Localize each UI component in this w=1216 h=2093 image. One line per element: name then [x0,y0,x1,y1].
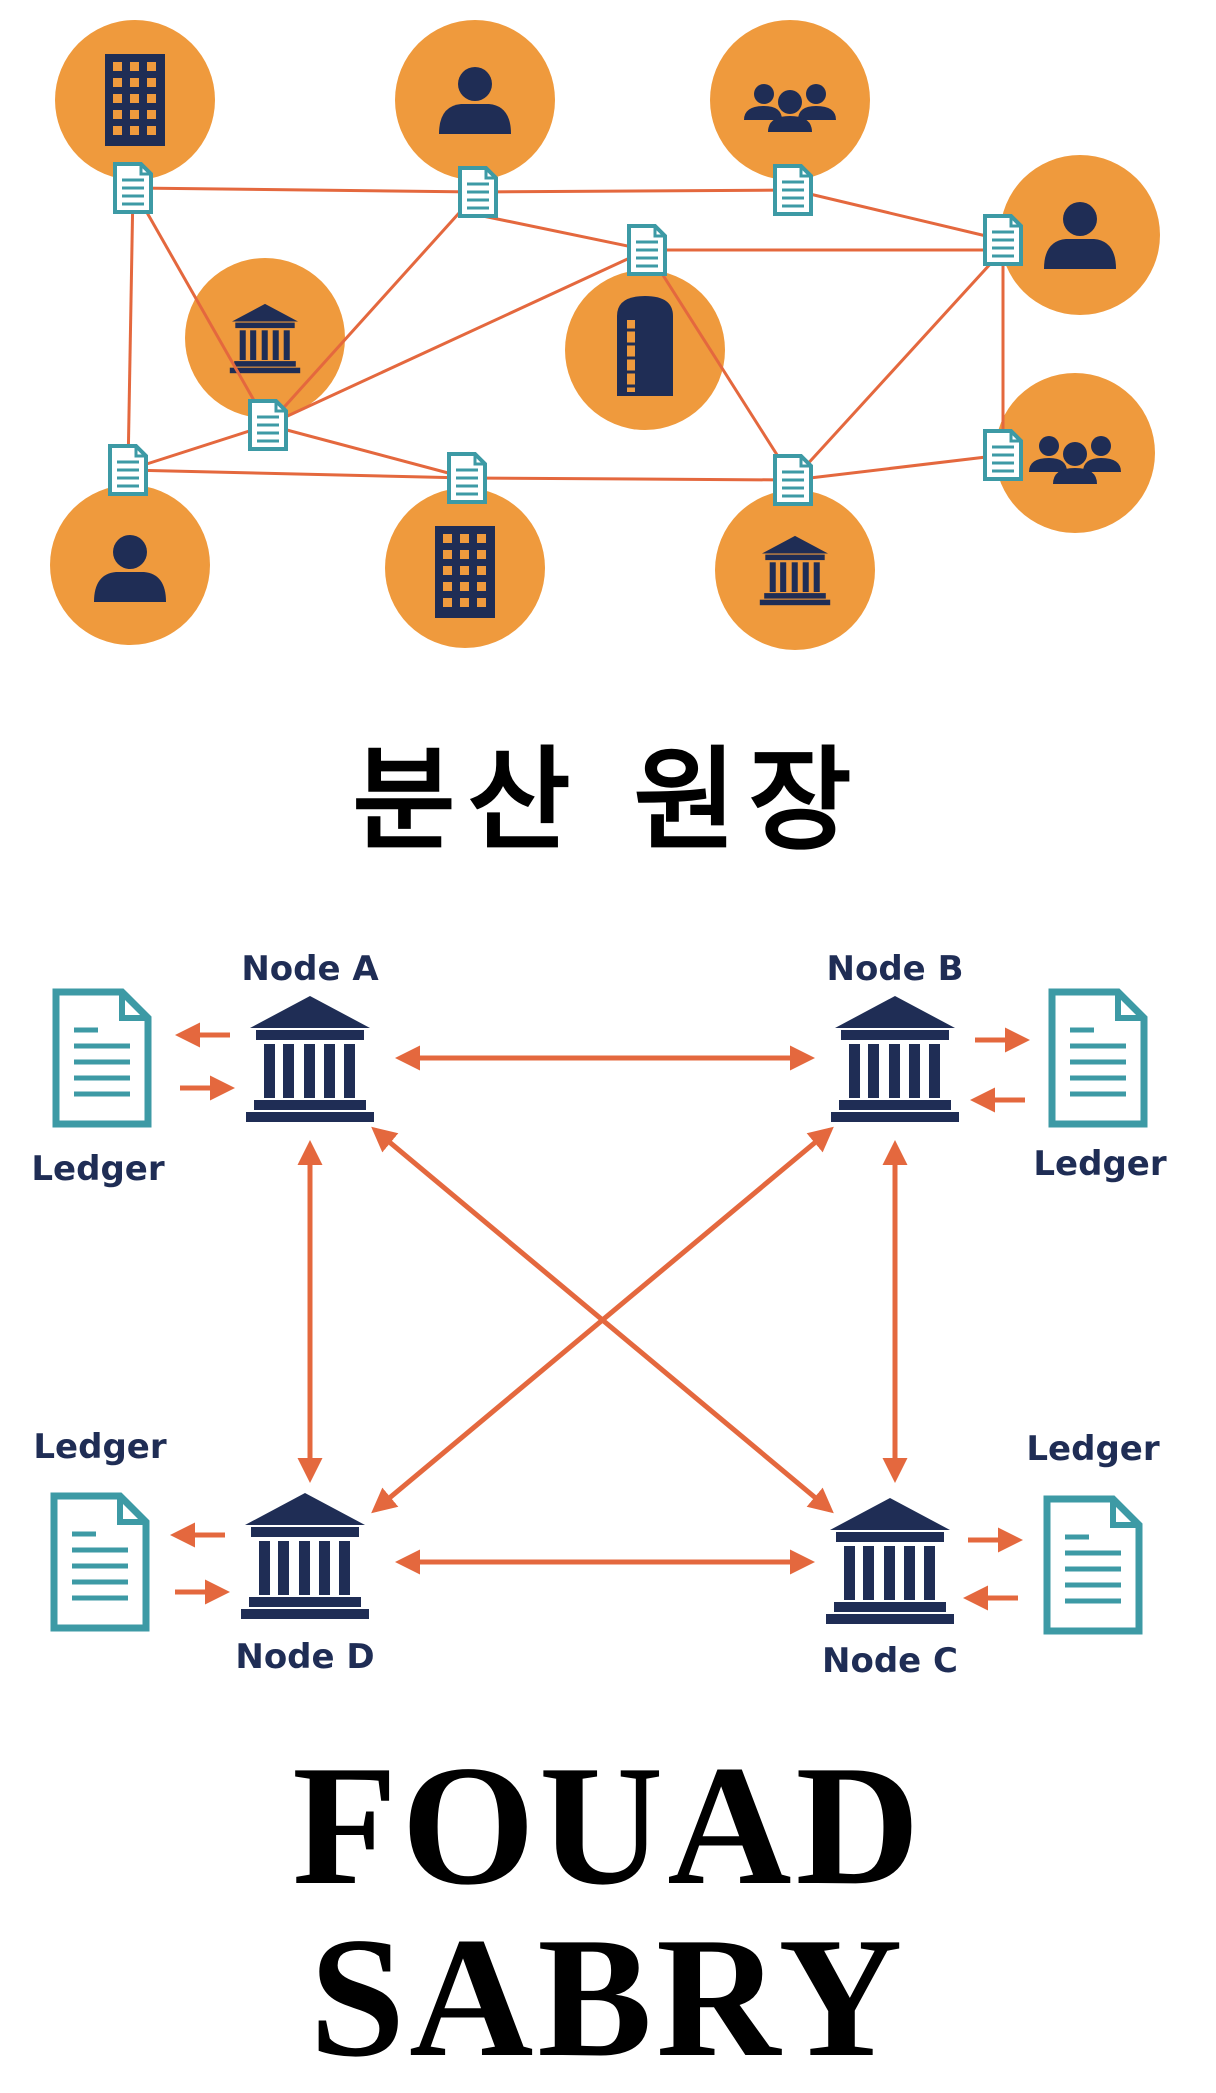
network-node [395,20,555,180]
document-icon [1052,992,1144,1124]
bottom-network: Node A Node B Node C Node D Ledger Ledge… [31,949,1166,1681]
network-node [715,490,875,650]
document-icon [627,224,667,276]
node-d: Node D [235,1493,375,1677]
document-icon [1047,1499,1139,1631]
document-icon [54,1496,146,1628]
document-icon [773,454,813,506]
network-node [50,485,210,645]
document-icon [773,164,813,216]
node-b-label: Node B [827,949,964,989]
node-a-label: Node A [241,949,379,989]
node-c: Node C [822,1498,958,1681]
network-node [55,20,215,180]
node-d-label: Node D [235,1637,374,1677]
author-name: FOUAD SABRY [292,1731,924,2093]
bank-icon [246,996,374,1122]
ledger-b: Ledger [1033,992,1167,1184]
bank-icon [831,996,959,1122]
office-building-icon [105,54,165,146]
ledger-a: Ledger [31,992,165,1189]
ledger-arrows [170,1022,1030,1611]
network-node [565,270,725,430]
document-icon [108,444,148,496]
node-b: Node B [827,949,964,1122]
network-node [385,488,545,648]
ledger-c: Ledger [1026,1429,1160,1631]
ledger-label: Ledger [1026,1429,1159,1469]
bank-icon [241,1493,369,1619]
top-network [50,20,1160,650]
ledger-d: Ledger [33,1427,167,1628]
office-building-icon [435,526,495,618]
network-node [995,373,1155,533]
bank-icon [826,1498,954,1624]
node-a: Node A [241,949,379,1122]
ledger-label: Ledger [33,1427,166,1467]
document-icon [56,992,148,1124]
network-node [1000,155,1160,315]
network-node [185,258,345,418]
network-connections [126,186,1005,482]
network-node [710,20,870,180]
ledger-label: Ledger [1033,1144,1166,1184]
silo-tower-icon [615,294,675,398]
diagram-title: 분산 원장 [352,736,864,866]
ledger-label: Ledger [31,1149,164,1189]
document-icon [458,166,498,218]
document-icon [113,162,153,214]
distributed-ledger-diagram: Node A Node B Node C Node D Ledger Ledge… [31,20,1167,1681]
document-icon [248,399,288,451]
node-c-label: Node C [822,1641,958,1681]
document-icon [447,452,487,504]
document-icon [983,214,1023,266]
node-connections [297,1045,908,1575]
document-icon [983,429,1023,481]
